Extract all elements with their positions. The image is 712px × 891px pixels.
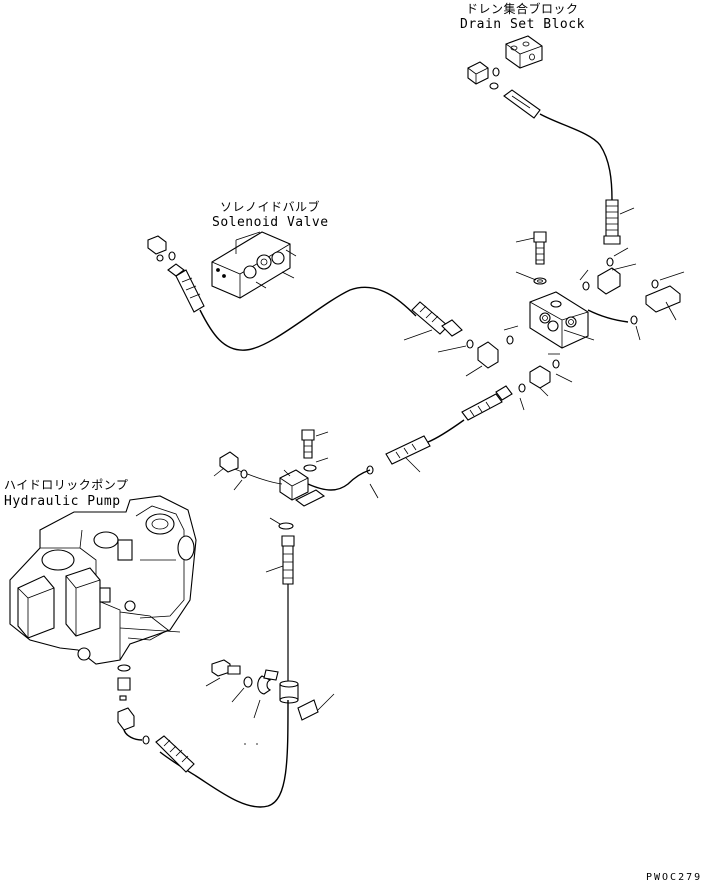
middle-hose bbox=[366, 385, 513, 499]
drawing-code: PWOC279 bbox=[646, 872, 703, 883]
hydraulic-pump-label-jp: ハイドロリックポンプ bbox=[4, 478, 129, 492]
pump-feed-hose bbox=[117, 699, 289, 808]
solenoid-fittings bbox=[147, 235, 185, 277]
manifold-side-fittings bbox=[579, 247, 685, 341]
clamp-assembly bbox=[205, 659, 335, 721]
pump-port-fittings bbox=[117, 664, 131, 701]
solenoid-valve bbox=[211, 231, 297, 299]
vertical-tube bbox=[265, 535, 295, 686]
drain-set-block bbox=[505, 35, 543, 69]
solenoid-valve-label-jp: ソレノイドバルブ bbox=[220, 200, 321, 214]
hydraulic-pump-label-en: Hydraulic Pump bbox=[4, 494, 121, 509]
solenoid-hose bbox=[175, 269, 463, 351]
manifold-bolt bbox=[515, 231, 547, 285]
manifold-lower-fittings bbox=[437, 325, 595, 411]
drain-hose bbox=[503, 89, 635, 245]
manifold-block bbox=[529, 291, 589, 349]
hydraulic-pump bbox=[9, 495, 197, 665]
drain-set-block-label-jp: ドレン集合ブロック bbox=[466, 2, 579, 16]
solenoid-valve-label-en: Solenoid Valve bbox=[212, 215, 329, 230]
tee-fitting bbox=[213, 429, 371, 530]
drain-set-block-label-en: Drain Set Block bbox=[460, 17, 585, 32]
drain-elbow-fitting bbox=[467, 61, 500, 90]
